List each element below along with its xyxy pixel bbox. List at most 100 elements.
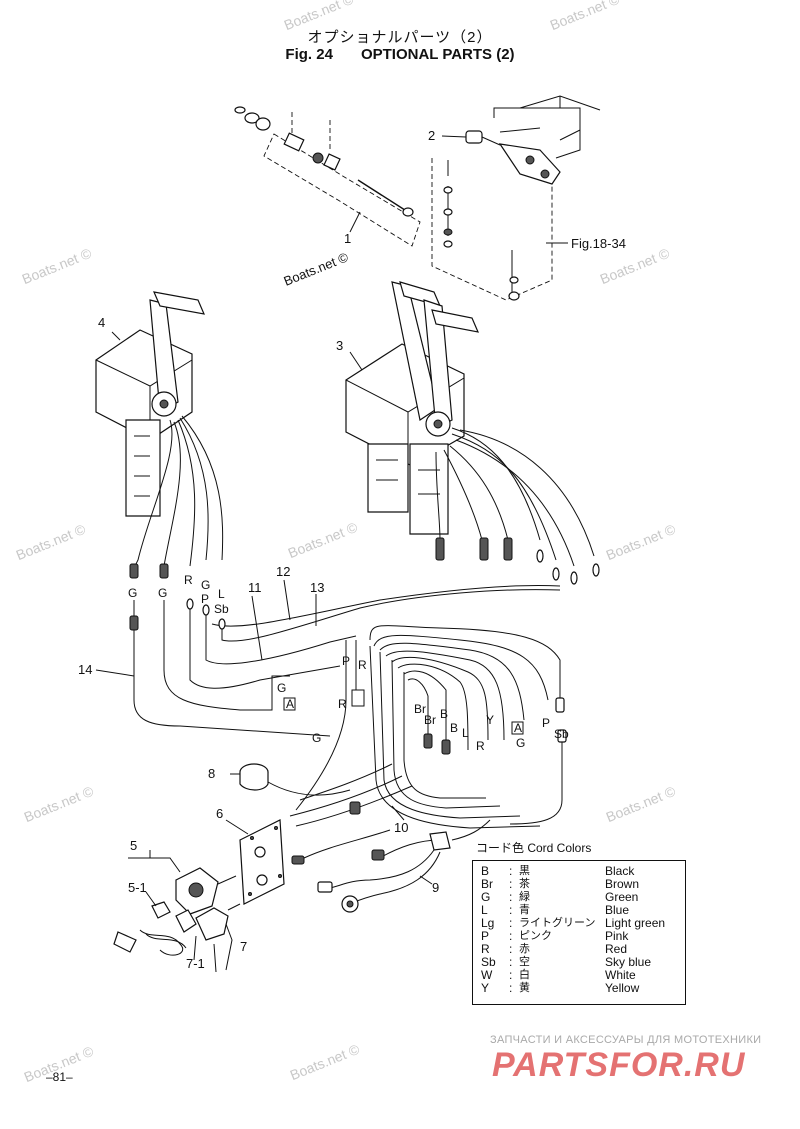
cord-en: White	[605, 968, 636, 982]
cord-code: B	[481, 864, 490, 878]
cord-en: Red	[605, 942, 628, 956]
part-5-main-switch	[128, 850, 237, 919]
cord-code: P	[481, 929, 490, 943]
single-lever-wiring	[129, 415, 561, 737]
cord-code: R	[481, 942, 490, 956]
cord-jp: ライトグリーン	[519, 917, 596, 929]
cord-code: Br	[481, 877, 493, 891]
cord-jp: 空	[519, 956, 530, 968]
connector-a-label: A	[286, 697, 294, 711]
wire-code-red: R	[476, 739, 485, 753]
wire-code-green: G	[128, 586, 137, 600]
wire-code-green: G	[158, 586, 167, 600]
part-10-main-harness	[289, 625, 567, 829]
callout-3: 3	[336, 338, 343, 353]
wire-code-sky-blue: Sb	[554, 727, 569, 741]
cord-color-row: L: 青 Blue	[473, 904, 685, 917]
wire-code-yellow: Y	[486, 713, 494, 727]
cord-code: Y	[481, 981, 490, 995]
cord-jp: 茶	[519, 878, 530, 890]
cord-code: Lg	[481, 916, 495, 930]
extension-harness-leaders	[95, 579, 317, 677]
part-8-plug	[230, 763, 351, 796]
cord-en: Pink	[605, 929, 629, 943]
cord-en: Brown	[605, 877, 640, 891]
callout-5: 5	[130, 838, 137, 853]
wire-code-brown: Br	[414, 702, 426, 716]
cord-color-row: Br: 茶 Brown	[473, 878, 685, 891]
callout-12: 12	[276, 564, 290, 579]
callout-1: 1	[344, 231, 351, 246]
callout-14: 14	[78, 662, 92, 677]
wire-code-blue: L	[462, 726, 469, 740]
callout-7: 7	[240, 939, 247, 954]
cord-jp: ピンク	[519, 930, 552, 942]
cord-en: Light green	[605, 916, 666, 930]
cord-colors-title: コード色 Cord Colors	[476, 841, 592, 855]
callout-9: 9	[432, 880, 439, 895]
figure-number: Fig. 24	[285, 46, 333, 63]
cord-jp: 緑	[519, 891, 530, 903]
connector-a-marker	[283, 697, 296, 711]
watermark: Boats.net ©	[282, 249, 351, 289]
site-logo: PARTSFOR.RU	[492, 1046, 746, 1084]
cord-en: Blue	[605, 903, 630, 917]
callout-5-1: 5-1	[128, 880, 147, 895]
callout-8: 8	[208, 766, 215, 781]
part-9-sub-harness	[317, 819, 491, 913]
page-title-japanese: オプショナルパーツ（2）	[307, 29, 493, 46]
connector-a-marker	[511, 721, 524, 735]
callout-4: 4	[98, 315, 105, 330]
cord-color-row: B: 黒 Black	[473, 865, 685, 878]
cord-code: Sb	[481, 955, 496, 969]
callout-11: 11	[248, 580, 262, 595]
figure-reference: Fig.18-34	[571, 236, 626, 251]
wire-code-pink: P	[542, 716, 550, 730]
cord-color-row: Sb: 空 Sky blue	[473, 956, 685, 969]
cord-en: Black	[605, 864, 635, 878]
separator: :	[509, 890, 513, 904]
separator: :	[509, 864, 513, 878]
cord-code: G	[481, 890, 491, 904]
wire-code-blue: L	[218, 587, 225, 601]
separator: :	[509, 981, 513, 995]
cord-code: L	[481, 903, 488, 917]
page-number: –81–	[46, 1070, 73, 1084]
part-7-stop-switch	[113, 903, 241, 973]
wire-code-green: G	[516, 736, 525, 750]
cord-jp: 黄	[519, 982, 530, 994]
separator: :	[509, 955, 513, 969]
wire-code-red: R	[338, 697, 347, 711]
cord-jp: 黒	[519, 865, 530, 877]
callout-7-1: 7-1	[186, 956, 205, 971]
wire-code-brown: Br	[424, 713, 436, 727]
part-1-bracket-kit	[234, 106, 421, 247]
part-3-twin-lever-control-box	[345, 281, 600, 585]
separator: :	[509, 903, 513, 917]
wire-code-green: G	[277, 681, 286, 695]
wire-code-sky-blue: Sb	[214, 602, 229, 616]
wire-code-black: B	[450, 721, 458, 735]
cord-jp: 白	[519, 969, 530, 981]
figure-title: OPTIONAL PARTS (2)	[360, 46, 515, 63]
wire-code-red: R	[358, 658, 367, 672]
page-title: Fig. 24 OPTIONAL PARTS (2)	[0, 46, 800, 63]
cord-jp: 青	[519, 904, 530, 916]
wire-code-green: G	[312, 731, 321, 745]
cord-code: W	[481, 968, 493, 982]
connector-a-label: A	[514, 721, 522, 735]
callout-2: 2	[428, 128, 435, 143]
callout-13: 13	[310, 580, 324, 595]
wire-code-green: G	[201, 578, 210, 592]
separator: :	[509, 968, 513, 982]
wire-code-red: R	[184, 573, 193, 587]
separator: :	[509, 877, 513, 891]
cord-en: Sky blue	[605, 955, 652, 969]
part-4-single-lever-control-box	[95, 291, 205, 517]
